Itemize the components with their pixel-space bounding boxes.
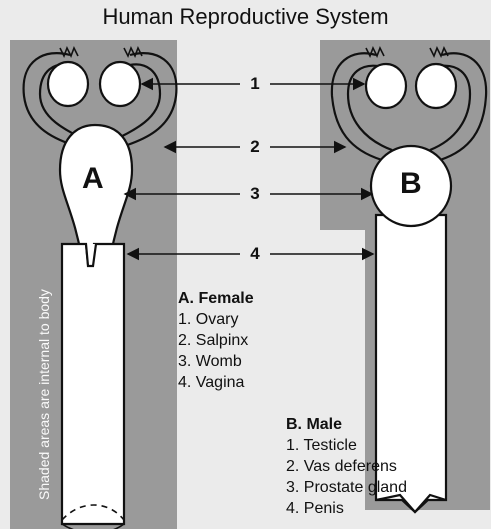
female-vagina: [62, 244, 124, 524]
female-legend: A. Female 1. Ovary 2. Salpinx 3. Womb 4.…: [178, 288, 254, 393]
male-legend-item: 3. Prostate gland: [286, 477, 407, 498]
female-legend-heading: A. Female: [178, 288, 254, 309]
callout-4: 4: [245, 244, 265, 264]
female-legend-item: 4. Vagina: [178, 372, 254, 393]
female-legend-item: 3. Womb: [178, 351, 254, 372]
callout-2: 2: [245, 137, 265, 157]
female-cervix-notch: [86, 244, 96, 266]
female-legend-item: 1. Ovary: [178, 309, 254, 330]
female-legend-item: 2. Salpinx: [178, 330, 254, 351]
callout-1: 1: [245, 74, 265, 94]
male-letter: B: [400, 167, 422, 201]
male-testicle-right: [416, 64, 456, 108]
female-letter: A: [82, 162, 104, 196]
callout-3: 3: [245, 184, 265, 204]
male-legend-heading: B. Male: [286, 414, 407, 435]
male-legend: B. Male 1. Testicle 2. Vas deferens 3. P…: [286, 414, 407, 519]
female-ovary-right: [100, 62, 140, 106]
male-legend-item: 1. Testicle: [286, 435, 407, 456]
male-legend-item: 2. Vas deferens: [286, 456, 407, 477]
female-ovary-left: [48, 62, 88, 106]
male-testicle-left: [366, 64, 406, 108]
male-legend-item: 4. Penis: [286, 498, 407, 519]
side-note: Shaded areas are internal to body: [36, 289, 52, 500]
